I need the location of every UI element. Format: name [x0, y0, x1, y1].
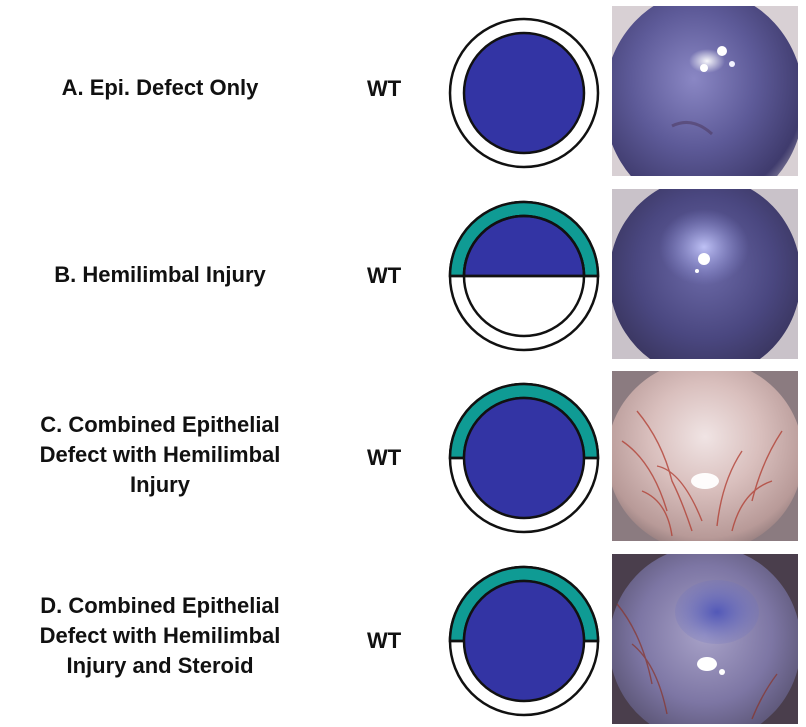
hemilimbal-injury-diagram: [447, 199, 601, 353]
row-c-label: C. Combined Epithelial Defect with Hemil…: [0, 405, 320, 505]
row-d-label-line-1: D. Combined Epithelial: [40, 591, 281, 621]
row-b-label-line-1: B. Hemilimbal Injury: [54, 260, 266, 290]
row-c-label-line-2: Defect with Hemilimbal: [40, 440, 281, 470]
row-b-label: B. Hemilimbal Injury: [0, 245, 320, 305]
row-d-label: D. Combined Epithelial Defect with Hemil…: [0, 586, 320, 686]
row-a-genotype: WT: [367, 76, 417, 102]
row-d-label-line-2: Defect with Hemilimbal: [40, 621, 281, 651]
row-b-genotype: WT: [367, 263, 417, 289]
row-c-label-line-3: Injury: [40, 470, 281, 500]
row-c-label-line-1: C. Combined Epithelial: [40, 410, 281, 440]
row-d: D. Combined Epithelial Defect with Hemil…: [0, 546, 806, 727]
eye-photo-a: [612, 6, 798, 176]
defect-region: [464, 33, 584, 153]
defect-region: [464, 398, 584, 518]
eye-photo-b: [612, 189, 798, 359]
row-a-label-line-1: A. Epi. Defect Only: [62, 73, 259, 103]
eye-photo-d: [612, 554, 798, 724]
row-a-label: A. Epi. Defect Only: [0, 58, 320, 118]
row-a: A. Epi. Defect Only WT: [0, 0, 806, 181]
combined-defect-hemilimbal-steroid-diagram: [447, 564, 601, 718]
row-d-genotype: WT: [367, 628, 417, 654]
eye-photo-c: [612, 371, 798, 541]
row-c: C. Combined Epithelial Defect with Hemil…: [0, 365, 806, 546]
row-b: B. Hemilimbal Injury WT: [0, 183, 806, 364]
row-d-label-line-3: Injury and Steroid: [40, 651, 281, 681]
row-c-genotype: WT: [367, 445, 417, 471]
epithelial-defect-diagram: [447, 16, 601, 170]
defect-region: [464, 581, 584, 701]
combined-defect-hemilimbal-diagram: [447, 381, 601, 535]
